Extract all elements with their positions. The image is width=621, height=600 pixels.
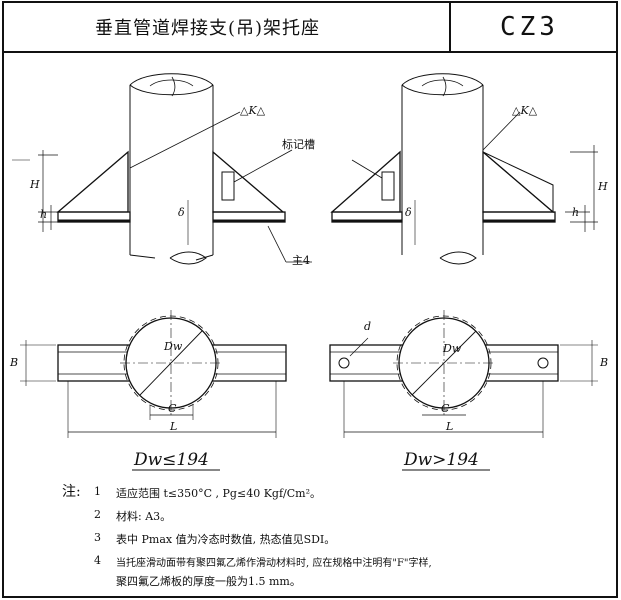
part-number-label: 主4: [292, 254, 310, 267]
dim-H-left: H: [30, 178, 40, 191]
weld-symbol-left: △K△: [240, 104, 266, 117]
dim-C-right: C: [441, 402, 450, 415]
dim-H-right: H: [598, 180, 608, 193]
dim-h-right: h: [572, 206, 580, 219]
dim-delta-left: δ: [178, 206, 185, 219]
dim-delta-right: δ: [405, 206, 412, 219]
left-plan-view: [20, 310, 287, 471]
caption-left: Dw≤194: [134, 450, 209, 470]
dim-B-right: B: [600, 356, 609, 369]
left-elevation-view: [12, 73, 312, 265]
drawing-code: CZ3: [500, 12, 559, 42]
dim-d-right: d: [364, 320, 372, 333]
dim-L-right: L: [446, 420, 454, 433]
right-elevation-view: [330, 73, 598, 265]
dim-Dw-right: Dw: [443, 342, 462, 355]
marker-slot-label: 标记槽: [282, 138, 315, 151]
drawing-title: 垂直管道焊接支(吊)架托座: [95, 18, 321, 39]
dim-L-left: L: [170, 420, 178, 433]
notes-heading: 注:: [62, 484, 81, 500]
dim-C-left: C: [168, 402, 177, 415]
right-plan-view: [329, 310, 598, 471]
dim-B-left: B: [10, 356, 19, 369]
dim-h-left: h: [40, 208, 48, 221]
dim-Dw-left: Dw: [164, 340, 183, 353]
caption-right: Dw>194: [404, 450, 479, 470]
weld-symbol-right: △K△: [512, 104, 538, 117]
